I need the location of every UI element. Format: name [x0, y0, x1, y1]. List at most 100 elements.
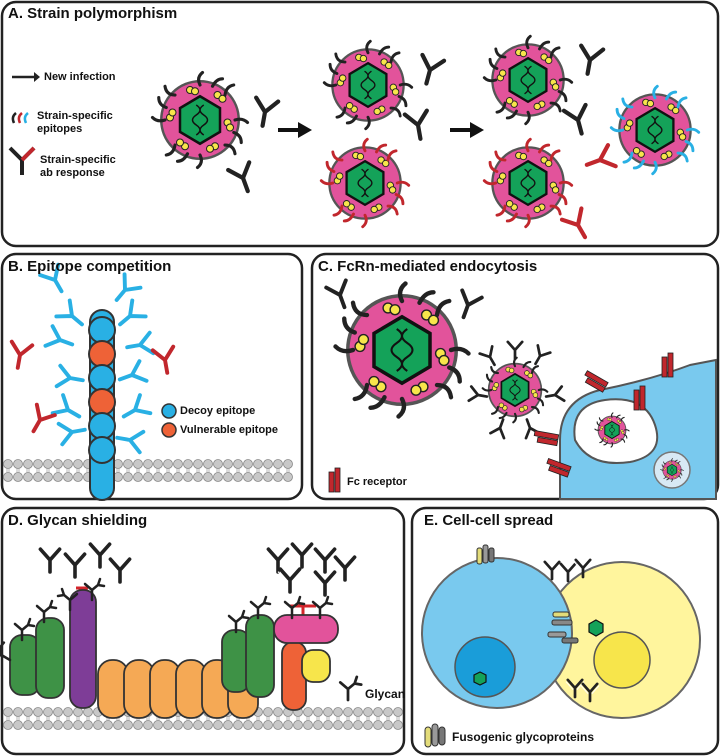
lipid-tail: [156, 468, 160, 473]
lipid-tail: [46, 468, 50, 473]
purple-glycoprotein: [56, 577, 106, 709]
lipid-head: [173, 459, 183, 469]
lipid-head: [43, 707, 53, 717]
legend-ab-line1: Strain-specific: [40, 154, 116, 166]
nucleus-yellow: [593, 631, 651, 689]
lipid-tail: [246, 468, 250, 473]
lipid-tail: [96, 716, 100, 721]
lipid-head: [193, 472, 203, 482]
lipid-head: [183, 720, 193, 730]
lipid-head: [123, 720, 133, 730]
lipid-head: [53, 707, 63, 717]
lipid-tail: [196, 468, 200, 473]
legend-decoy: Decoy epitope: [180, 405, 256, 417]
epitope-legend-icon: [11, 112, 29, 124]
panel-a: [0, 0, 720, 248]
lipid-tail: [256, 716, 260, 721]
fusogenic-glycoprotein-icons: [476, 544, 579, 644]
capsid-in-yellow-cell: [588, 619, 604, 637]
lipid-tail: [46, 716, 50, 721]
lipid-head: [143, 459, 153, 469]
lipid-head: [133, 459, 143, 469]
lipid-head: [163, 459, 173, 469]
lipid-head: [143, 720, 153, 730]
lipid-tail: [276, 716, 280, 721]
lipid-head: [23, 459, 33, 469]
legend-fc-receptor: Fc receptor: [347, 476, 407, 488]
lipid-head: [203, 459, 213, 469]
lipid-tail: [146, 468, 150, 473]
lipid-head: [3, 472, 13, 482]
lipid-head: [263, 707, 273, 717]
lipid-head: [223, 472, 233, 482]
lipid-head: [63, 707, 73, 717]
lipid-tail: [76, 468, 80, 473]
legend-fusogenic: Fusogenic glycoproteins: [452, 730, 595, 744]
lipid-tail: [236, 468, 240, 473]
lipid-head: [173, 472, 183, 482]
lipid-head: [253, 459, 263, 469]
panel-d-title: D. Glycan shielding: [8, 512, 148, 529]
lipid-head: [43, 472, 53, 482]
lipid-tail: [36, 468, 40, 473]
lipid-tail: [66, 716, 70, 721]
lipid-head: [103, 720, 113, 730]
lipid-head: [153, 720, 163, 730]
lipid-tail: [26, 468, 30, 473]
lipid-tail: [256, 468, 260, 473]
lipid-tail: [296, 716, 300, 721]
lipid-head: [363, 707, 373, 717]
lipid-head: [23, 472, 33, 482]
lipid-tail: [356, 716, 360, 721]
lipid-head: [33, 720, 43, 730]
lipid-head: [393, 707, 403, 717]
lipid-head: [73, 472, 83, 482]
panel-e-title: E. Cell-cell spread: [424, 512, 554, 529]
lipid-tail: [386, 716, 390, 721]
lipid-tail: [326, 716, 330, 721]
lipid-head: [123, 472, 133, 482]
lipid-tail: [136, 468, 140, 473]
lipid-head: [343, 707, 353, 717]
lipid-tail: [336, 716, 340, 721]
lipid-head: [363, 720, 373, 730]
lipid-head: [273, 707, 283, 717]
lipid-tail: [176, 468, 180, 473]
panel-d: [0, 506, 406, 756]
lipid-head: [313, 720, 323, 730]
green-glycoprotein-left: [0, 599, 65, 699]
lipid-tail: [186, 468, 190, 473]
lipid-tail: [226, 468, 230, 473]
membrane-b: [3, 459, 293, 482]
lipid-head: [393, 720, 403, 730]
lipid-head: [273, 720, 283, 730]
lipid-head: [203, 472, 213, 482]
lipid-head: [263, 459, 273, 469]
lipid-head: [23, 707, 33, 717]
lipid-head: [113, 720, 123, 730]
lipid-head: [133, 472, 143, 482]
lipid-head: [323, 720, 333, 730]
lipid-tail: [66, 468, 70, 473]
lipid-tail: [126, 468, 130, 473]
lipid-head: [73, 720, 83, 730]
lipid-head: [123, 459, 133, 469]
lipid-head: [333, 707, 343, 717]
lipid-head: [23, 720, 33, 730]
lipid-tail: [376, 716, 380, 721]
lipid-tail: [226, 716, 230, 721]
lipid-head: [383, 720, 393, 730]
lipid-tail: [16, 468, 20, 473]
lipid-head: [353, 720, 363, 730]
lipid-tail: [316, 716, 320, 721]
lipid-tail: [176, 716, 180, 721]
lipid-head: [43, 459, 53, 469]
lipid-head: [213, 459, 223, 469]
lipid-tail: [216, 468, 220, 473]
lipid-head: [233, 720, 243, 730]
lipid-tail: [286, 468, 290, 473]
lipid-head: [133, 720, 143, 730]
nucleus-blue: [454, 636, 516, 698]
lipid-tail: [396, 716, 400, 721]
epitope-column: [88, 309, 116, 501]
